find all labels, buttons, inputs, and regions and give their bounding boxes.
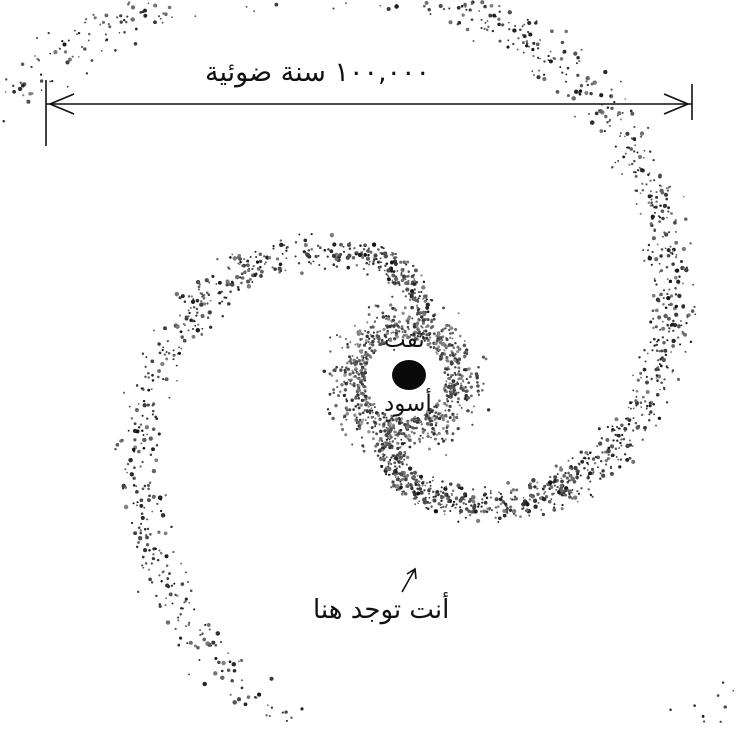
black-hole-label-line2: أسود [384,390,432,418]
black-hole-label-line1: ثقب [384,326,425,354]
you-are-here-label: أنت توجد هنا [313,594,449,626]
scale-label: ١٠٠,٠٠٠ سنة ضوئية [205,56,430,90]
you-are-here-arrow [402,569,416,592]
black-hole [392,360,426,390]
